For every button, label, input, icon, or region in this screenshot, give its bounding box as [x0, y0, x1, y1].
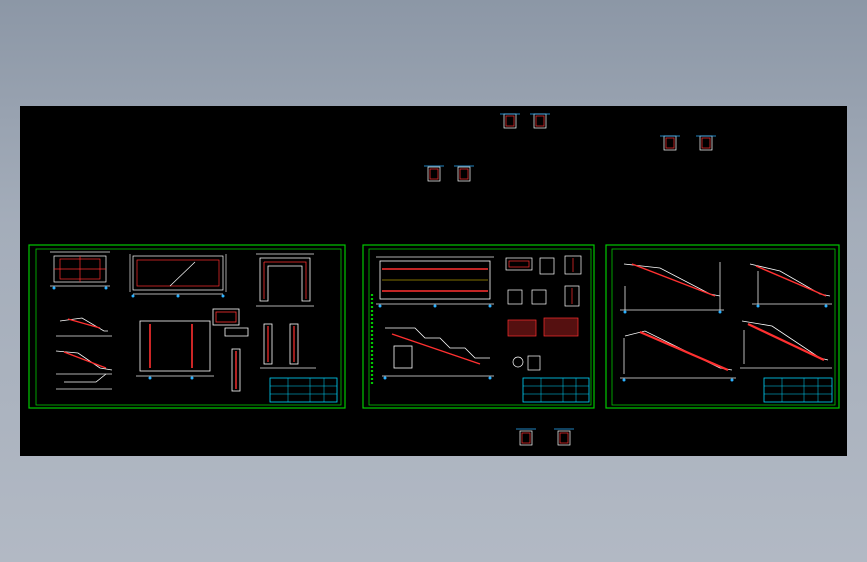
drawing-sheet-1[interactable]	[28, 244, 346, 409]
detail-cluster-upper-left[interactable]	[424, 165, 474, 182]
detail-cluster-bottom-center[interactable]	[516, 428, 574, 446]
sheet-inner-frame	[611, 248, 836, 406]
stair-elevation-1	[620, 262, 724, 314]
detail-cluster-top-right[interactable]	[660, 135, 716, 151]
plan-view	[50, 251, 110, 290]
slab-elevation	[129, 254, 227, 298]
sheet-outer-frame	[362, 244, 595, 409]
section-details	[505, 255, 582, 371]
drawing-sheet-2[interactable]	[362, 244, 595, 409]
cad-model-space[interactable]	[20, 106, 847, 456]
cad-drawing-canvas[interactable]	[20, 106, 847, 456]
title-block	[269, 377, 338, 403]
stair-profile	[382, 327, 494, 380]
stair-section-a	[56, 317, 112, 337]
title-block	[763, 377, 833, 403]
drawing-sheet-3[interactable]	[605, 244, 840, 409]
column-elevation	[136, 320, 214, 380]
sheet-outer-frame	[28, 244, 346, 409]
stair-elevation-3	[620, 330, 736, 382]
sheet-inner-frame	[35, 248, 342, 406]
rebar-details	[212, 308, 316, 392]
sheet-outer-frame	[605, 244, 840, 409]
slab-reinforcement	[376, 256, 494, 308]
portal-section	[256, 253, 314, 307]
stair-elevation-2	[749, 263, 832, 308]
sheet-inner-frame	[368, 248, 592, 406]
detail-cluster-top-center[interactable]	[500, 113, 550, 129]
title-block	[522, 377, 590, 403]
stair-elevation-4	[740, 320, 832, 369]
stair-section-b	[55, 350, 113, 390]
